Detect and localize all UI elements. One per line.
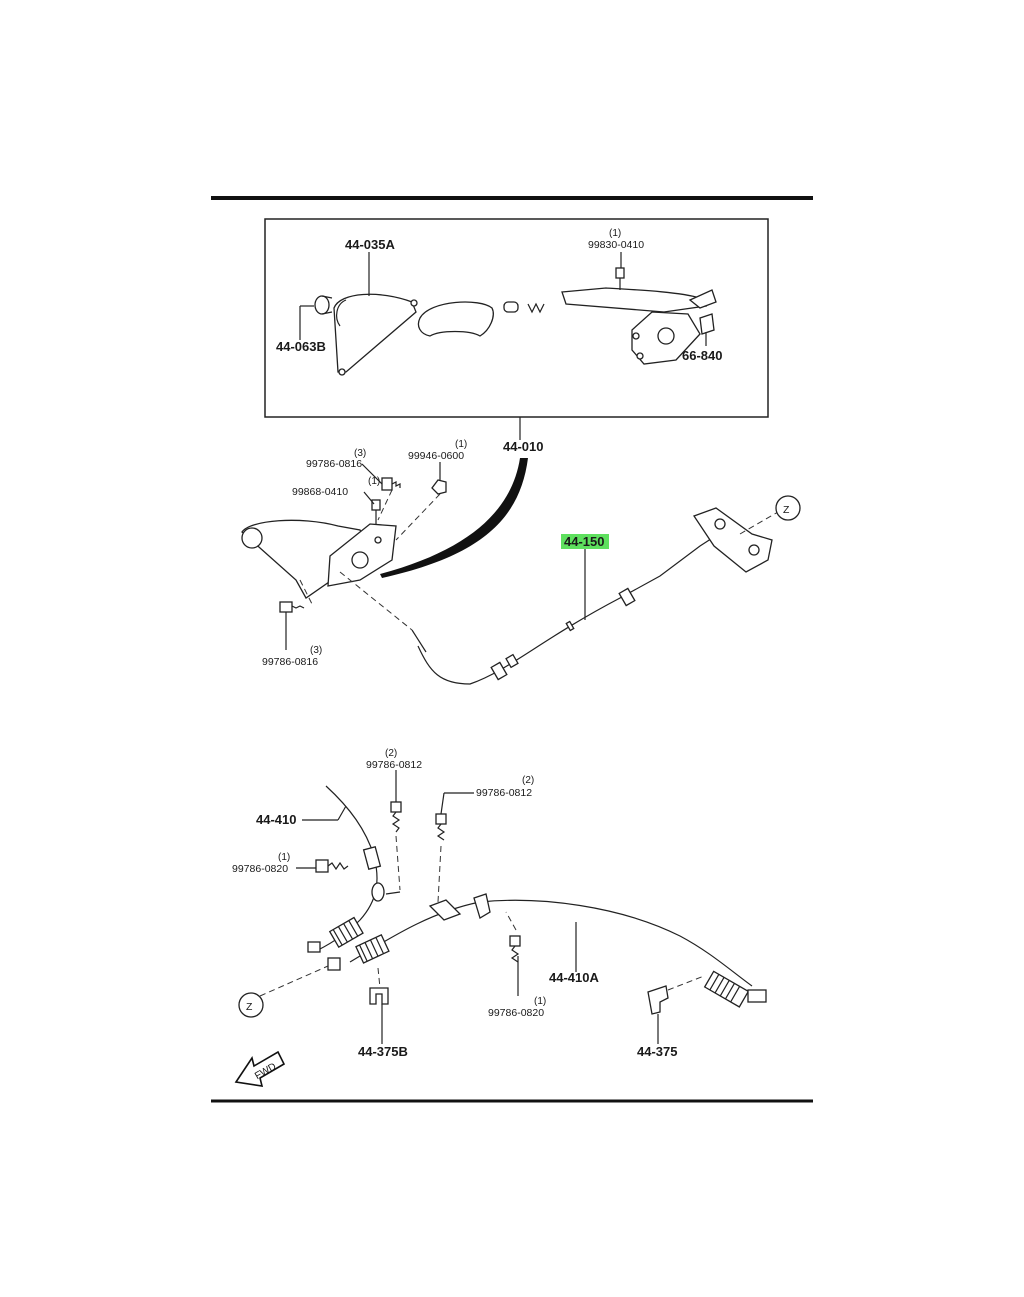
lever-boot-part (333, 293, 418, 376)
label-99786-0816-top: 99786-0816 (306, 458, 362, 470)
release-button-part (503, 301, 519, 313)
clip-44-375-part (647, 985, 669, 1015)
bolt-99868-0410 (371, 499, 381, 524)
bolt-99786-0820-b (509, 935, 521, 963)
qty-99946-0600: (1) (455, 439, 467, 450)
front-cable-44-150 (411, 523, 735, 685)
bolt-99786-0816-top (381, 477, 401, 491)
callout-wedge (380, 458, 528, 578)
ref-z-top-label: Z (783, 504, 790, 516)
lever-grip-part (417, 301, 494, 337)
qty-99786-0820-a: (1) (278, 852, 290, 863)
qty-99786-0816-bottom: (3) (310, 645, 322, 656)
qty-99786-0820-b: (1) (534, 996, 546, 1007)
label-99946-0600: 99946-0600 (408, 450, 464, 462)
label-44-375b: 44-375B (358, 1044, 408, 1059)
bolt-99786-0812-a (390, 801, 402, 833)
ref-z-top: Z (775, 495, 801, 521)
label-99786-0820-a: 99786-0820 (232, 863, 288, 875)
label-44-150: 44-150 (564, 534, 604, 549)
lever-assembly-installed (241, 519, 397, 599)
bolt-99830-0410 (615, 267, 625, 290)
bolt-99786-0816-bottom (279, 601, 305, 613)
label-99868-0410: 99868-0410 (292, 486, 348, 498)
qty-99786-0816-top: (3) (354, 448, 366, 459)
label-44-035a: 44-035A (345, 237, 395, 252)
label-66-840: 66-840 (682, 348, 722, 363)
label-44-410a: 44-410A (549, 970, 599, 985)
qty-99786-0812-a: (2) (385, 748, 397, 759)
knob-cap-part (314, 295, 333, 315)
qty-99868-0410: (1) (368, 476, 380, 487)
ref-z-bottom: Z (238, 992, 264, 1018)
label-44-375: 44-375 (637, 1044, 677, 1059)
label-44-150-highlight (561, 534, 609, 549)
label-99786-0812-a: 99786-0812 (366, 759, 422, 771)
label-99786-0812-b: 99786-0812 (476, 787, 532, 799)
nut-99946-0600 (431, 479, 447, 495)
equalizer-bracket (693, 507, 773, 573)
bolt-99786-0812-b (435, 813, 447, 841)
rear-cable-44-410 (307, 785, 401, 953)
label-44-010: 44-010 (503, 439, 543, 454)
label-44-410: 44-410 (256, 812, 296, 827)
fwd-arrow-icon: FWD (234, 1050, 286, 1087)
ref-z-bottom-label: Z (246, 1001, 253, 1013)
clip-44-375b-part (369, 987, 389, 1005)
clip-66-840-part (699, 313, 715, 335)
bolt-99786-0820-a (315, 859, 349, 873)
label-99830-0410: 99830-0410 (588, 239, 644, 251)
label-99786-0816-bottom: 99786-0816 (262, 656, 318, 668)
qty-99830-0410: (1) (609, 228, 621, 239)
lever-bracket-part (631, 289, 717, 365)
rear-cable-44-410a (327, 893, 767, 1008)
qty-99786-0812-b: (2) (522, 775, 534, 786)
lever-rod-part (561, 287, 708, 313)
label-44-063b: 44-063B (276, 339, 326, 354)
lever-assembly-box (264, 218, 769, 418)
spring-part (527, 302, 545, 314)
label-99786-0820-b: 99786-0820 (488, 1007, 544, 1019)
